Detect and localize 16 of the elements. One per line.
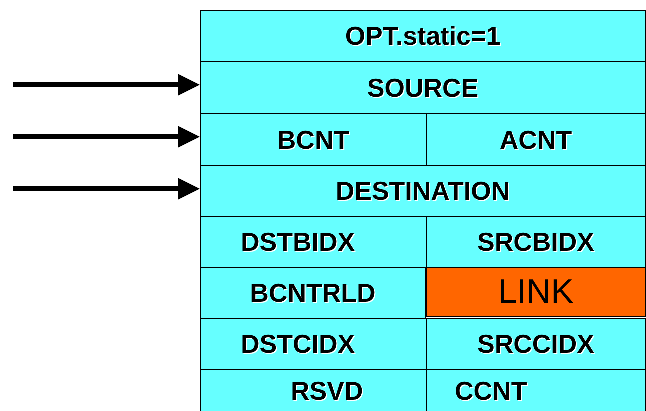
highlighted-field-cell: LINK xyxy=(426,267,646,317)
register-field-cell: RSVD xyxy=(200,369,427,411)
register-field-cell: CCNT xyxy=(426,369,646,411)
arrow xyxy=(13,178,200,200)
register-field-cell: BCNT xyxy=(200,113,427,166)
register-field-cell: SRCCIDX xyxy=(426,318,646,370)
register-field-cell: OPT.static=1 xyxy=(200,10,646,62)
register-field-cell: BCNTRLD xyxy=(200,267,426,319)
arrow xyxy=(13,126,200,148)
register-field-cell: DESTINATION xyxy=(200,165,646,217)
register-field-cell: SRCBIDX xyxy=(426,216,646,268)
register-field-cell: DSTCIDX xyxy=(200,318,427,370)
register-field-cell: SOURCE xyxy=(200,61,646,114)
register-field-cell: ACNT xyxy=(426,113,646,166)
arrow xyxy=(13,74,200,96)
register-field-cell: DSTBIDX xyxy=(200,216,427,268)
